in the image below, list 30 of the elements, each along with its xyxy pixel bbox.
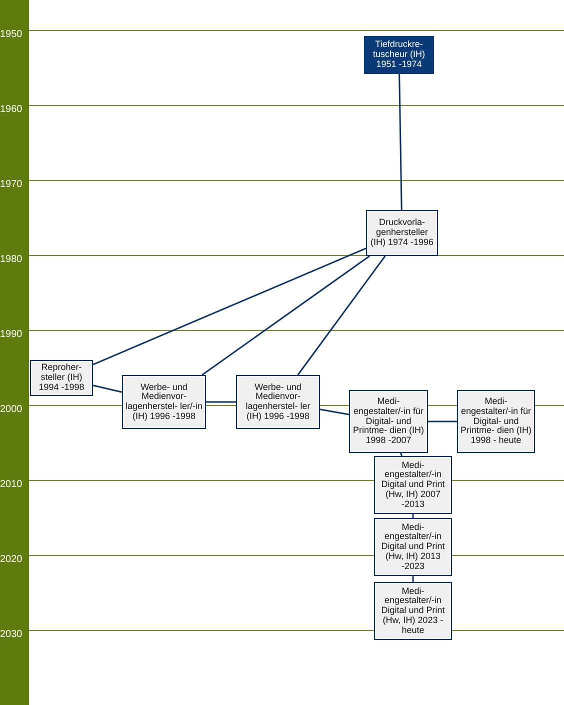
occupation-box: Medi- engestalter/-in Digital und Print (Hw, IH) 2023 - heute: [374, 582, 452, 640]
connector-line: [92, 248, 366, 366]
connector-line: [428, 420, 457, 422]
year-label: 1980: [0, 254, 24, 265]
occupation-box: Medi- engestalter/-in Digital und Print (Hw, IH) 2013 -2023: [374, 518, 452, 576]
year-label: 2030: [0, 629, 24, 640]
occupation-box: Werbe- und Medienvor- lagenherstel- ler (IH) 1996 -1998: [236, 375, 320, 429]
occupation-box: Tiefdruckre- tuscheur (IH) 1951 -1974: [364, 36, 434, 74]
connector-line: [398, 74, 402, 210]
year-label: 2020: [0, 554, 24, 565]
occupation-box: Medi- engestalter/-in Digital und Print (Hw, IH) 2007 -2013: [374, 456, 452, 514]
connector-line: [412, 576, 414, 582]
occupation-box: Medi- engestalter/-in für Digital- und Printme- dien (IH) 1998 - heute: [457, 390, 535, 453]
year-label: 2000: [0, 404, 24, 415]
year-label: 2010: [0, 479, 24, 490]
year-label: 1990: [0, 329, 24, 340]
occupation-box: Druckvorla- genhersteller (IH) 1974 -1996: [366, 210, 438, 256]
connector-line: [400, 452, 402, 456]
connector-line: [206, 401, 236, 403]
connector-line: [297, 256, 386, 376]
connector-line: [92, 384, 122, 393]
connector-line: [320, 408, 350, 416]
occupation-box: Medi- engestalter/-in für Digital- und Printme- dien (IH) 1998 -2007: [349, 390, 428, 453]
year-label: 1970: [0, 179, 24, 190]
connector-line: [412, 514, 414, 518]
connector-line: [202, 255, 370, 376]
occupation-box: Reproher- steller (IH) 1994 -1998: [30, 360, 93, 396]
occupation-box: Werbe- und Medienvor- lagenherstel- ler/-in (IH) 1996 -1998: [122, 375, 206, 429]
year-label: 1950: [0, 29, 24, 40]
year-label: 1960: [0, 104, 24, 115]
